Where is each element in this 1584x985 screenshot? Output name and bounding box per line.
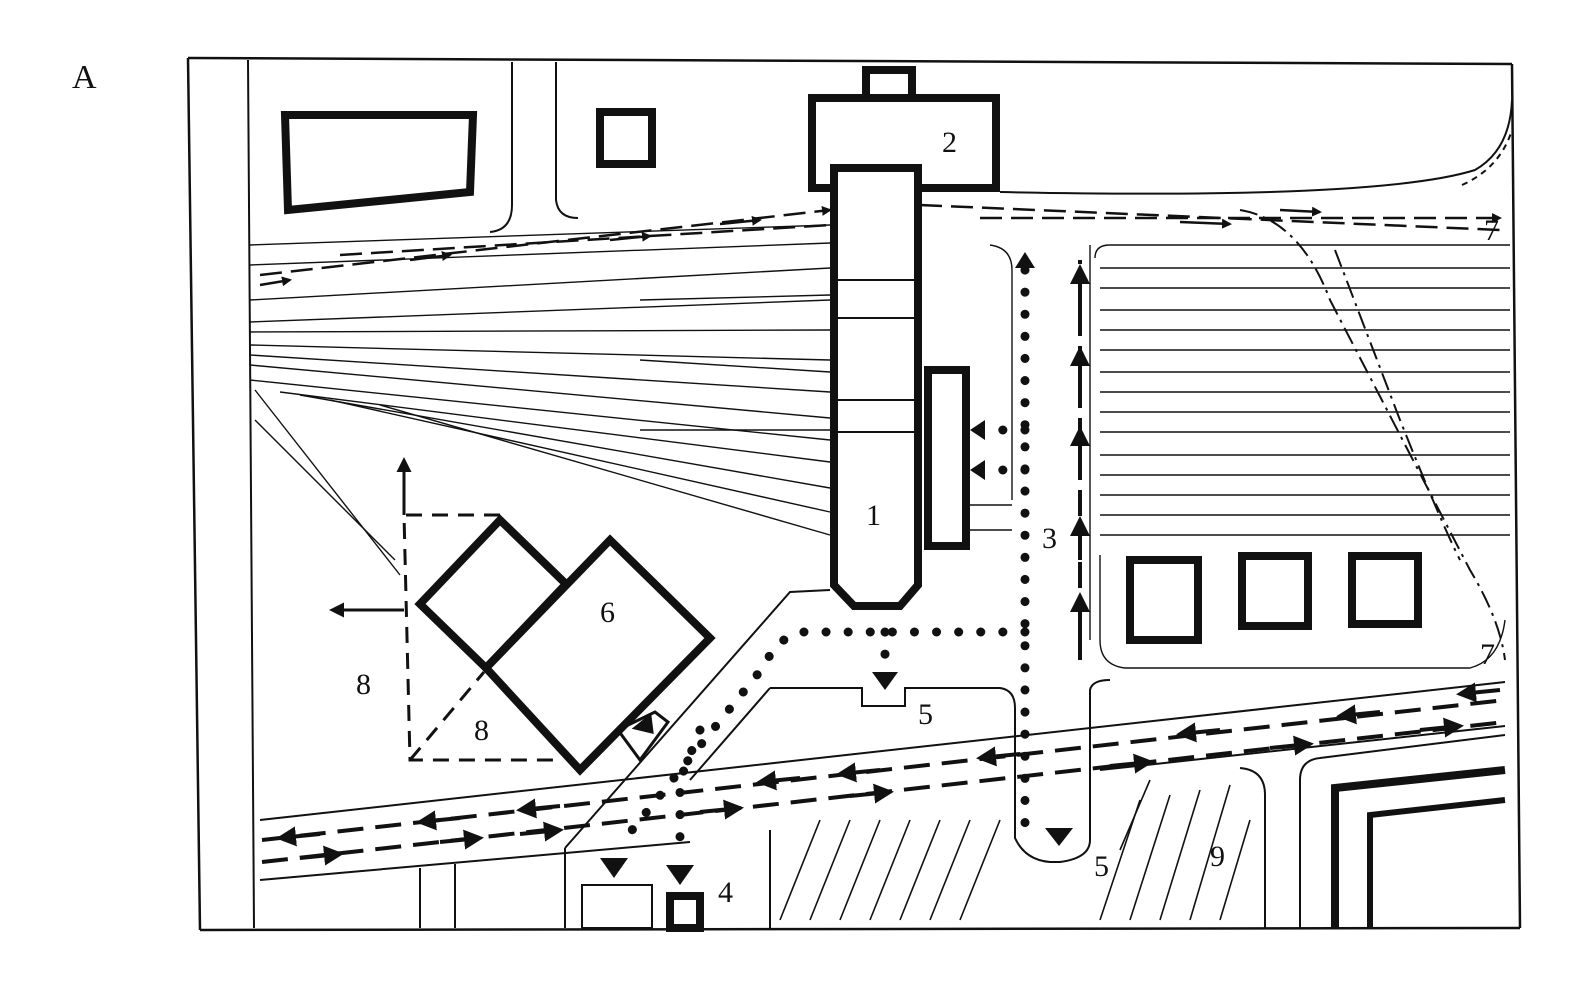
label-3: 3 — [1042, 522, 1057, 555]
station-platform-lines — [836, 279, 916, 433]
vehicle-flow-bottom-arrows — [276, 682, 1501, 866]
vehicle-flow-bottom — [261, 698, 1506, 864]
label-8a: 8 — [356, 668, 371, 701]
label-6: 6 — [600, 596, 615, 629]
station-building — [808, 66, 1000, 610]
building-6 — [414, 514, 716, 776]
railway-tracks-right — [965, 244, 1510, 669]
building-4 — [666, 892, 704, 932]
entrance-6 — [615, 710, 671, 763]
buildings-top-left — [280, 108, 656, 215]
label-5b: 5 — [1094, 850, 1109, 883]
pedestrian-flow-arrowheads — [600, 252, 1073, 885]
label-8b: 8 — [474, 714, 489, 747]
railway-tracks-left — [249, 224, 831, 576]
panel-label: A — [72, 59, 97, 96]
label-7b: 7 — [1480, 638, 1495, 671]
label-7a: 7 — [1484, 214, 1499, 247]
vehicle-flow-top-arrows — [259, 206, 1322, 287]
boundary-lines — [1239, 209, 1506, 661]
label-5a: 5 — [918, 698, 933, 731]
label-1: 1 — [866, 499, 881, 532]
top-streets — [489, 62, 1513, 233]
buildings-right — [1126, 552, 1422, 644]
parking-area-8 — [402, 513, 560, 762]
lower-streets — [259, 589, 1506, 929]
pedestrian-flow — [615, 265, 1030, 860]
label-2: 2 — [942, 126, 957, 159]
label-9: 9 — [1210, 840, 1225, 873]
hatched-area-9 — [779, 779, 1251, 921]
building-bottom-right — [1331, 766, 1506, 928]
vehicle-flow-top — [259, 203, 1502, 277]
label-4: 4 — [718, 876, 733, 909]
map-frame — [186, 56, 1522, 932]
